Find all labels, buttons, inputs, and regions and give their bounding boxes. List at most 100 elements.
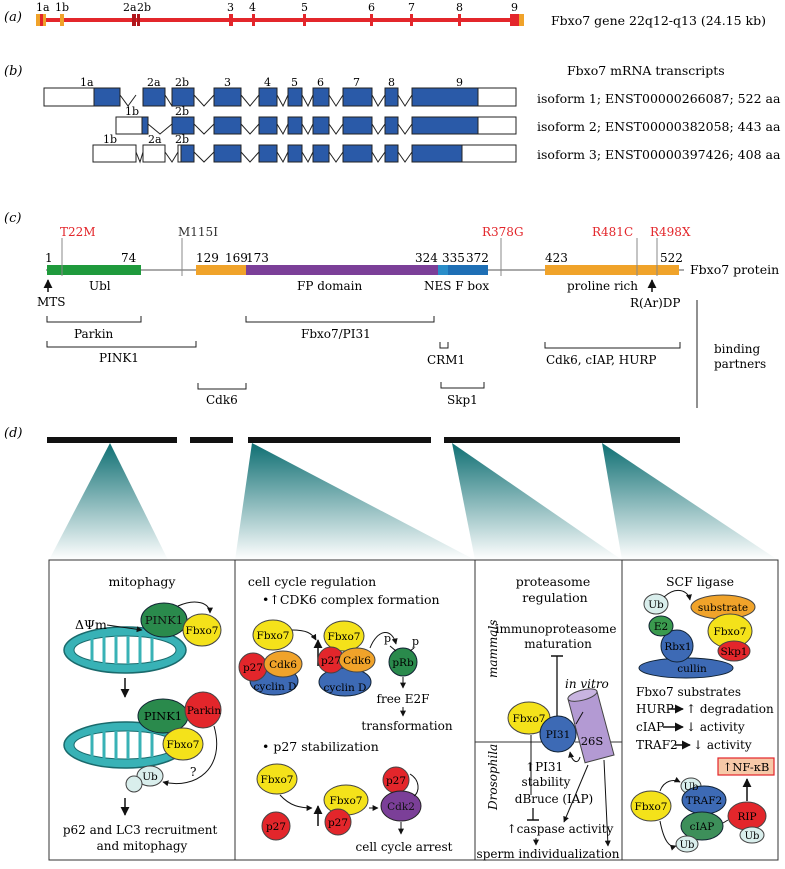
mutation-label: T22M bbox=[60, 225, 96, 239]
mutation-label: R481C bbox=[592, 225, 633, 239]
membrane-potential-arrow bbox=[106, 624, 143, 633]
cc-node-label: cyclin D bbox=[254, 681, 297, 693]
mammals-label: mammals bbox=[486, 620, 500, 678]
fbxo7-ciap-arrow bbox=[659, 820, 677, 851]
exon-label: 9 bbox=[511, 1, 518, 14]
prot-fbxo7: Fbxo7 bbox=[507, 701, 551, 735]
cc-node-label: p27 bbox=[243, 662, 263, 674]
cc-prb-line bbox=[409, 647, 415, 652]
residue-position: 423 bbox=[545, 251, 568, 265]
cc-node-label: Cdk6 bbox=[343, 655, 371, 667]
cc-node-label: Fbxo7 bbox=[330, 795, 363, 807]
mutation-label: M115I bbox=[178, 225, 218, 239]
proteasome-title: proteasome regulation bbox=[516, 574, 595, 605]
in-vitro-label: in vitro bbox=[565, 677, 609, 691]
cc-complex-a: p27 Cdk6 cyclin D bbox=[238, 650, 303, 696]
cc-node-label: Cdk6 bbox=[269, 659, 297, 671]
prot-node-label: Fbxo7 bbox=[513, 713, 546, 725]
26s-sperm-arrow bbox=[603, 759, 611, 847]
residue-position: 324 bbox=[415, 251, 438, 265]
cc-p27-c: p27 bbox=[261, 811, 291, 841]
gene-title: Fbxo7 gene 22q12-q13 (24.15 kb) bbox=[551, 13, 766, 28]
cc-node-label: p27 bbox=[328, 817, 348, 829]
immunoproteasome-label: immunoproteasome maturation bbox=[496, 622, 621, 651]
scf-node-label: Skp1 bbox=[721, 646, 748, 658]
domain-label: Ubl bbox=[89, 279, 111, 293]
binding-partner: Fbxo7/PI31 bbox=[301, 327, 371, 341]
exon-label: 6 bbox=[368, 1, 375, 14]
scf-bottom-label: cIAP bbox=[690, 821, 715, 833]
substrate-rows: HURP ↑ degradation cIAP ↓ activity TRAF2… bbox=[636, 702, 774, 752]
cc-fbxo7-c: Fbxo7 bbox=[256, 763, 298, 795]
scf-bottom-label: Ub bbox=[684, 782, 699, 793]
exon-label: 3 bbox=[227, 1, 234, 14]
cc-fbxo7-a: Fbxo7 bbox=[252, 619, 294, 651]
cc-node-label: Cdk2 bbox=[387, 801, 415, 813]
prot-pi31: PI31 bbox=[539, 715, 577, 753]
residue-position: 522 bbox=[660, 251, 683, 265]
cc-arrest: cell cycle arrest bbox=[356, 840, 453, 854]
mito-node-label: Fbxo7 bbox=[167, 739, 200, 751]
mitophagy-title: mitophagy bbox=[109, 574, 177, 589]
binding-partner: Parkin bbox=[74, 327, 114, 341]
cc-arrow-c bbox=[279, 794, 313, 811]
scf-bottom-label: TRAF2 bbox=[686, 795, 722, 807]
exon-label: 4 bbox=[249, 1, 256, 14]
cc-inhibit bbox=[409, 773, 419, 797]
binding-partners-label: binding partners bbox=[714, 342, 766, 371]
scf-node-label: Ub bbox=[648, 599, 664, 611]
panel-label-b: (b) bbox=[4, 64, 22, 79]
panel-label-a: (a) bbox=[4, 10, 22, 25]
isoform-3-exon-labels: 1b 2a 2b bbox=[103, 133, 189, 146]
mitochondrion-1 bbox=[63, 626, 187, 674]
cc-prb-line bbox=[389, 645, 397, 652]
exon-label: 8 bbox=[388, 76, 395, 89]
residue-position: 372 bbox=[466, 251, 489, 265]
pi31-26s-arrow bbox=[568, 751, 581, 763]
exon-label: 1b bbox=[55, 1, 69, 14]
scf-bottom-label: Ub bbox=[680, 840, 695, 851]
cc-complex-b: Fbxo7 p27 Cdk6 cyclin D bbox=[317, 620, 376, 697]
binding-partner: Cdk6, cIAP, HURP bbox=[546, 353, 656, 367]
exon-label: 2b bbox=[175, 76, 189, 89]
scf-bottom-label: RIP bbox=[737, 811, 756, 823]
exon-label: 1b bbox=[125, 105, 139, 118]
cell-cycle-bullet-2: • p27 stabilization bbox=[262, 739, 379, 754]
binding-partner: CRM1 bbox=[427, 353, 465, 367]
prot-node-label: PI31 bbox=[546, 729, 571, 741]
cell-cycle-title: cell cycle regulation bbox=[248, 574, 376, 589]
exon-label: 7 bbox=[353, 76, 360, 89]
mutation-label: R378G bbox=[482, 225, 524, 239]
ciap-rip-link bbox=[722, 819, 729, 824]
substrate-name: HURP bbox=[636, 702, 674, 716]
exon-label: 1a bbox=[36, 1, 50, 14]
isoform-3-track bbox=[92, 144, 517, 164]
exon-label: 1b bbox=[103, 133, 117, 146]
exon-label: 3 bbox=[224, 76, 231, 89]
cc-complex-d: Fbxo7 p27 bbox=[323, 784, 369, 836]
isoform-1-track bbox=[43, 87, 517, 108]
mitochondrion-2 bbox=[63, 721, 187, 769]
binding-partner-labels: Parkin PINK1 Cdk6 Fbxo7/PI31 CRM1 Skp1 C… bbox=[74, 327, 656, 407]
immunoproteasome-line: immunoproteasome bbox=[496, 622, 617, 636]
mitophagy-node-fbxo7: Fbxo7 bbox=[182, 613, 222, 647]
exon-label: 2a bbox=[123, 1, 137, 14]
binding-brackets bbox=[46, 300, 698, 408]
exon-label: 7 bbox=[408, 1, 415, 14]
cc-free-e2f: free E2F bbox=[377, 692, 430, 706]
residue-position: 74 bbox=[121, 251, 137, 265]
exon-label: 6 bbox=[317, 76, 324, 89]
scf-bottom-label: Fbxo7 bbox=[635, 801, 668, 813]
mutation-labels: T22M M115I R378G R481C R498X bbox=[60, 225, 691, 239]
cc-phospho-p: p bbox=[384, 632, 391, 645]
drosophila-label: Drosophila bbox=[486, 744, 500, 811]
isoform-1-exon-labels: 1a 2a 2b 3 4 5 6 7 8 9 bbox=[80, 76, 463, 89]
mitophagy-node-fbxo7-b: Fbxo7 bbox=[162, 727, 204, 761]
mitophagy-node-parkin: Parkin bbox=[184, 691, 222, 729]
mitophagy-outcome-line: p62 and LC3 recruitment bbox=[63, 823, 218, 837]
proteasome-title-line: proteasome bbox=[516, 574, 591, 589]
cc-node-label: cyclin D bbox=[324, 682, 367, 694]
mito-node-label: PINK1 bbox=[144, 709, 182, 723]
substrate-effect: ↑ degradation bbox=[686, 702, 774, 716]
